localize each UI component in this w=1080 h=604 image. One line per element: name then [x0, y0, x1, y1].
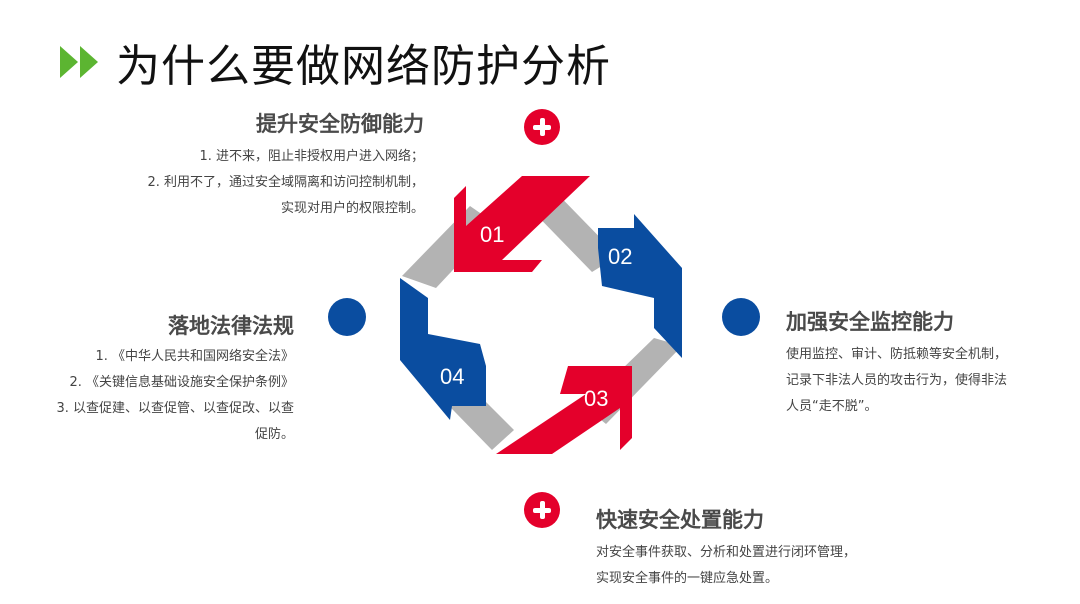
title-bar: 为什么要做网络防护分析 — [58, 32, 611, 92]
section-heading: 落地法律法规 — [168, 314, 294, 338]
arrow-label-02: 02 — [608, 244, 632, 269]
page-title: 为什么要做网络防护分析 — [116, 41, 611, 92]
dot-circle-icon — [328, 298, 366, 336]
arrow-label-01: 01 — [480, 222, 504, 247]
arrow-label-04: 04 — [440, 364, 464, 389]
section-monitor: 加强安全监控能力 使用监控、审计、防抵赖等安全机制， 记录下非法人员的攻击行为，… — [786, 306, 1056, 420]
section-line: 1. 进不来，阻止非授权用户进入网络； — [199, 149, 424, 164]
section-heading: 快速安全处置能力 — [596, 508, 764, 532]
section-heading: 加强安全监控能力 — [786, 310, 954, 334]
section-line: 记录下非法人员的攻击行为，使得非法 — [786, 373, 1008, 388]
section-line: 对安全事件获取、分析和处置进行闭环管理， — [596, 545, 857, 560]
arrow-02: 02 — [598, 214, 682, 358]
section-line: 3. 以查促建、以查促管、以查促改、以查 — [56, 401, 294, 416]
section-line: 2. 《关键信息基础设施安全保护条例》 — [69, 375, 294, 390]
section-line: 1. 《中华人民共和国网络安全法》 — [95, 349, 294, 364]
section-defense: 提升安全防御能力 1. 进不来，阻止非授权用户进入网络； 2. 利用不了，通过安… — [120, 108, 424, 222]
section-line: 人员“走不脱”。 — [786, 399, 878, 414]
double-chevron-right-icon — [60, 46, 98, 78]
section-response: 快速安全处置能力 对安全事件获取、分析和处置进行闭环管理， 实现安全事件的一键应… — [596, 504, 896, 592]
plus-circle-icon — [524, 109, 560, 145]
section-line: 促防。 — [254, 427, 294, 442]
section-heading: 提升安全防御能力 — [256, 112, 424, 136]
dot-circle-icon — [722, 298, 760, 336]
arrow-04: 04 — [400, 278, 486, 420]
plus-circle-icon — [524, 492, 560, 528]
arrow-01: 01 — [454, 176, 590, 272]
section-line: 实现安全事件的一键应急处置。 — [596, 571, 779, 586]
section-line: 实现对用户的权限控制。 — [280, 201, 424, 216]
cycle-diagram: 01 02 03 04 — [400, 176, 682, 454]
section-line: 使用监控、审计、防抵赖等安全机制， — [786, 347, 1008, 362]
section-line: 2. 利用不了，通过安全域隔离和访问控制机制， — [147, 175, 424, 190]
arrow-03: 03 — [496, 366, 632, 454]
section-law: 落地法律法规 1. 《中华人民共和国网络安全法》 2. 《关键信息基础设施安全保… — [24, 310, 294, 448]
arrow-label-03: 03 — [584, 386, 608, 411]
